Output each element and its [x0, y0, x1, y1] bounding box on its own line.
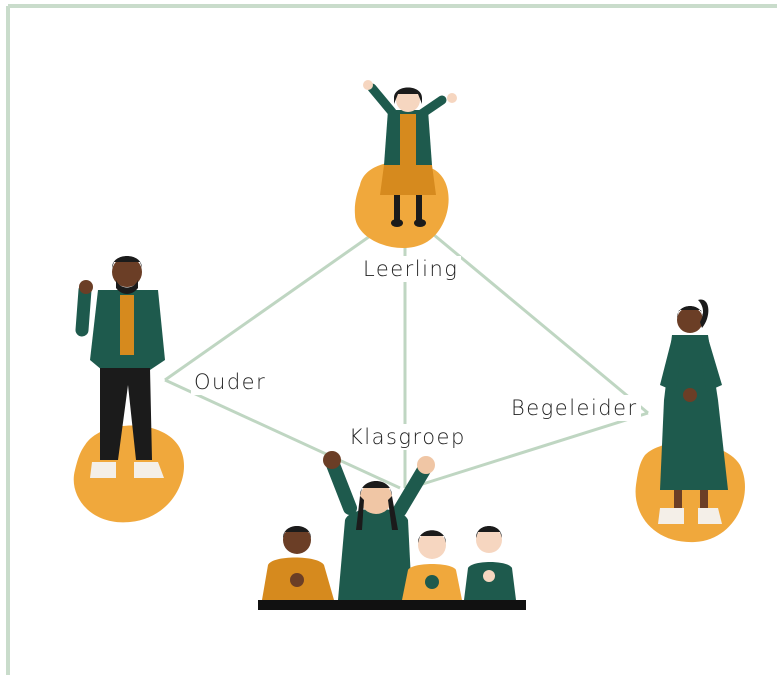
- figure-ouder: [75, 256, 165, 478]
- node-label-leerling: Leerling: [360, 256, 462, 282]
- node-label-ouder: Ouder: [191, 369, 270, 395]
- blob-ouder: [73, 425, 185, 523]
- edge-ouder-klasgroep: [164, 378, 401, 490]
- group-base-bar: [258, 600, 526, 610]
- figure-leerling: [363, 80, 457, 227]
- node-label-klasgroep: Klasgroep: [346, 424, 469, 450]
- figure-klasgroep: [258, 451, 526, 610]
- edge-leerling-begeleider: [409, 213, 649, 415]
- frame-border: [6, 4, 777, 675]
- edge-begeleider-klasgroep: [409, 411, 649, 490]
- edge-leerling-ouder: [164, 213, 401, 382]
- node-label-begeleider: Begeleider: [508, 395, 641, 421]
- figure-begeleider: [658, 299, 728, 524]
